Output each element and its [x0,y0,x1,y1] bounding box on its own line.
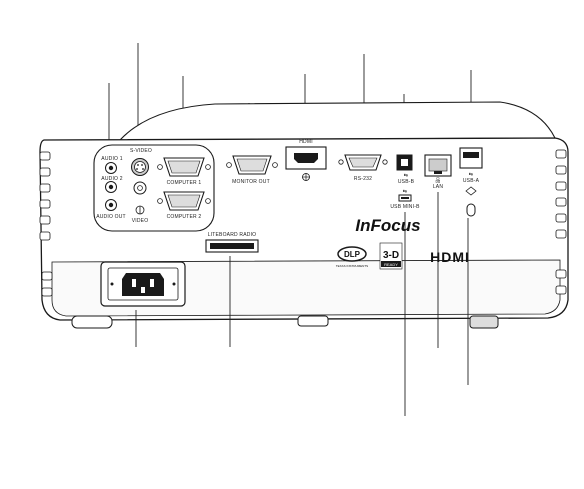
3d-ready-logo: 3-D READY [379,242,403,270]
top-hump [118,101,556,141]
3d-text: 3-D [383,250,399,261]
audio-2-label: AUDIO 2 [101,176,122,182]
hdmi-label: HDMI [299,139,313,145]
foot-left [71,315,113,329]
foot-right [469,315,499,329]
video-indicator [135,205,145,215]
usb-a-port [459,147,483,169]
security-lock-slot [465,186,477,217]
rs232-label: RS-232 [354,176,372,182]
computer-2-label: COMPUTER 2 [167,214,202,220]
computer-1-port [157,157,211,177]
monitor-out-port [226,155,278,175]
video-jack [133,181,147,195]
av-panel-outline [93,144,215,232]
lan-port [424,154,452,177]
usb-b-port [396,154,413,171]
svideo-port [131,158,149,176]
audio-out-jack [105,199,117,211]
monitor-out-label: MONITOR OUT [232,179,270,185]
audio-1-label: AUDIO 1 [101,156,122,162]
hdmi-logo: HDMI [430,249,470,265]
usb-symbol-mini: ⇆ [403,189,407,195]
leader-lines-bottom [135,192,469,416]
usb-symbol-b: ⇆ [404,173,408,179]
foot-center [297,315,329,327]
computer-2-port [157,191,211,211]
audio-1-jack [105,162,117,174]
3d-subtext: READY [384,262,398,267]
liteboard-radio-port [205,239,259,253]
hdmi-port [285,146,327,181]
usb-symbol-a: ⇆ [469,172,473,178]
lan-symbol: 品 [435,178,440,184]
usb-b-label: USB-B [398,179,415,185]
lan-label: LAN [433,184,444,190]
dlp-text: DLP [344,250,361,259]
svideo-label: S-VIDEO [130,148,152,154]
dlp-logo: DLP TEXAS INSTRUMENTS [336,246,368,268]
liteboard-radio-label: LITEBOARD RADIO [208,232,257,238]
audio-out-label: AUDIO OUT [96,214,126,220]
dlp-subtext: TEXAS INSTRUMENTS [336,264,368,268]
audio-2-jack [105,181,117,193]
usb-mini-b-port [398,194,412,202]
video-label: VIDEO [132,218,149,224]
usb-a-label: USB-A [463,178,480,184]
vent-left [39,151,53,297]
usb-mini-b-label: USB MINI-B [390,204,420,210]
computer-1-label: COMPUTER 1 [167,180,202,186]
vent-right [555,149,567,295]
rs232-port [338,154,388,171]
power-inlet [100,261,186,307]
infocus-logo: InFocus [355,216,420,235]
